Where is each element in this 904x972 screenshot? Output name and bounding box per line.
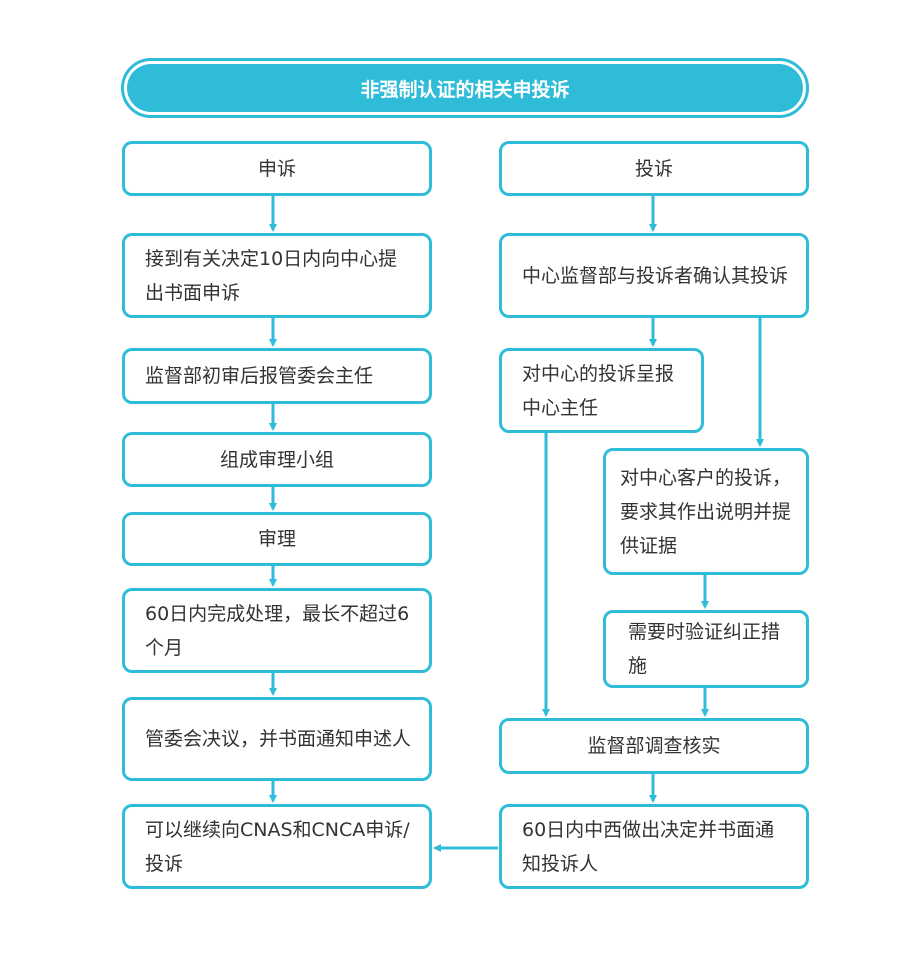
step-text: 管委会决议，并书面通知申述人: [145, 728, 412, 750]
complaint-box: 投诉: [499, 141, 809, 196]
appeal-step-4: 审理: [122, 512, 432, 566]
step-text: 需要时验证纠正措施: [628, 621, 781, 677]
step-text: 组成审理小组: [219, 448, 334, 471]
step-text: 60日内中西做出决定并书面通知投诉人: [522, 818, 775, 875]
step-text: 对中心客户的投诉，要求其作出说明并提供证据: [620, 466, 792, 557]
complaint-branch-verify: 需要时验证纠正措施: [603, 610, 809, 688]
step-text: 监督部调查核实: [587, 735, 721, 757]
step-text: 对中心的投诉呈报中心主任: [522, 362, 675, 419]
complaint-step-2: 监督部调查核实: [499, 718, 809, 774]
complaint-branch-client: 对中心客户的投诉，要求其作出说明并提供证据: [603, 448, 809, 575]
appeal-step-6: 管委会决议，并书面通知申述人: [122, 697, 432, 781]
complaint-label: 投诉: [634, 157, 673, 180]
diagram-title: 非强制认证的相关申投诉: [121, 58, 809, 118]
step-text: 监督部初审后报管委会主任: [145, 365, 374, 387]
step-text: 审理: [257, 528, 296, 550]
appeal-box: 申诉: [122, 141, 432, 196]
appeal-step-5: 60日内完成处理，最长不超过6个月: [122, 588, 432, 673]
step-text: 接到有关决定10日内向中心提出书面申诉: [145, 247, 398, 304]
step-text: 可以继续向CNAS和CNCA申诉/投诉: [145, 818, 410, 875]
title-text: 非强制认证的相关申投诉: [127, 64, 803, 112]
appeal-step-3: 组成审理小组: [122, 432, 432, 487]
appeal-label: 申诉: [257, 157, 296, 180]
appeal-step-7: 可以继续向CNAS和CNCA申诉/投诉: [122, 804, 432, 889]
appeal-step-1: 接到有关决定10日内向中心提出书面申诉: [122, 233, 432, 318]
appeal-step-2: 监督部初审后报管委会主任: [122, 348, 432, 404]
step-text: 中心监督部与投诉者确认其投诉: [522, 264, 789, 287]
complaint-branch-center: 对中心的投诉呈报中心主任: [499, 348, 704, 433]
complaint-step-3: 60日内中西做出决定并书面通知投诉人: [499, 804, 809, 889]
complaint-step-1: 中心监督部与投诉者确认其投诉: [499, 233, 809, 318]
step-text: 60日内完成处理，最长不超过6个月: [145, 602, 410, 659]
